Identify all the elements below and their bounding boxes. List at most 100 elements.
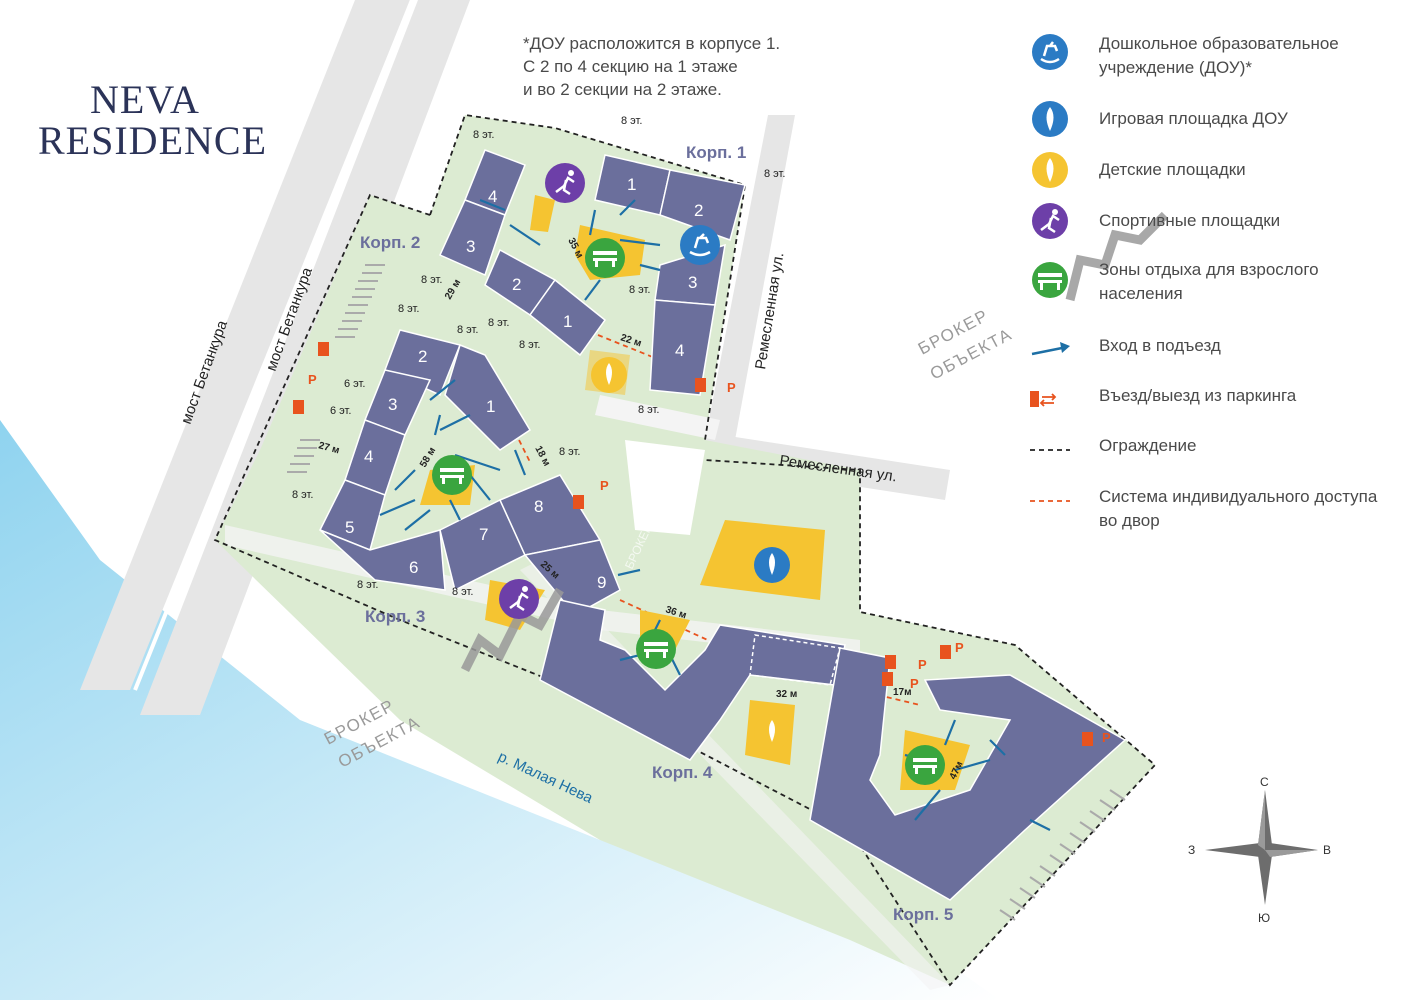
floor-label: 8 эт. [473,129,494,141]
compass-east: В [1323,843,1331,857]
legend-item-parking: Въезд/выезд из паркинга [1030,380,1389,420]
entrance-arrow-icon [1030,330,1070,370]
bench-icon [1030,260,1070,300]
floor-label: 8 эт. [421,274,442,286]
parking-stripes-left [287,264,385,473]
rocket-yellow-icon [754,714,790,750]
rocket-blue-icon [754,547,790,583]
legend-text: Спортивные площадки [1099,211,1281,230]
note-line-1: *ДОУ расположится в корпусе 1. [523,34,781,53]
runner-icon [499,579,539,619]
bridge-road-1 [80,0,410,690]
distance-label: 27 м [317,440,340,456]
logo-line-2: RESIDENCE [38,118,267,163]
compass-west: З [1188,843,1195,857]
note-line-2: С 2 по 4 секцию на 1 этаже [523,57,738,76]
river-area [0,420,1000,1000]
section-number: 1 [563,312,572,331]
floor-label: 8 эт. [452,586,473,598]
parking-icon [1030,380,1070,420]
bench-icon [636,629,676,669]
svg-text:P: P [910,676,919,691]
floor-label: 8 эт. [292,489,313,501]
section-number: 2 [512,275,521,294]
legend-item-rest-zone: Зоны отдыха для взрослого населения [1030,260,1389,306]
floor-label: 8 эт. [764,168,785,180]
section-number: 8 [534,497,543,516]
floor-label: 8 эт. [357,579,378,591]
distance-label: 32 м [776,689,797,700]
legend-item-access: Система индивидуального доступа во двор [1030,481,1389,533]
floor-label: 8 эт. [559,446,580,458]
parking-stripes-right [999,789,1126,921]
entrance-arrows [379,198,1051,831]
legend-text: Дошкольное образовательное учреждение (Д… [1099,34,1339,77]
floor-label: 8 эт. [629,284,650,296]
section-number: 4 [675,341,684,360]
legend-item-playground: Детские площадки [1030,150,1389,190]
logo-line-1: NEVA [90,77,200,122]
floor-label: 8 эт. [638,404,659,416]
corp-4-label: Корп. 4 [652,763,713,782]
empty-plot [625,440,705,535]
dou-footnote: *ДОУ расположится в корпусе 1. С 2 по 4 … [523,32,780,101]
floor-label: 8 эт. [398,303,419,315]
corp-3-label: Корп. 3 [365,607,425,626]
floor-label: 8 эт. [519,339,540,351]
legend-item-dou: Дошкольное образовательное учреждение (Д… [1030,32,1389,80]
section-number: 3 [466,237,475,256]
floor-label: 6 эт. [330,405,351,417]
section-number: 4 [364,447,373,466]
building-corp-3 [318,329,621,616]
section-number: 1 [627,175,636,194]
legend-text: Вход в подъезд [1099,336,1221,355]
legend-text: Игровая площадка ДОУ [1099,109,1288,128]
section-number: 1 [486,397,495,416]
bench-icon [585,238,625,278]
road-remeslennaya-vertical [705,115,795,440]
parking-p-label: P [308,372,317,387]
rocket-blue-icon [1030,99,1070,139]
legend-item-entrance: Вход в подъезд [1030,330,1389,370]
floor-label: 8 эт. [488,317,509,329]
rocket-yellow-icon [591,357,627,393]
compass-south: Ю [1258,911,1270,925]
runner-icon [1030,201,1070,241]
legend-text: Детские площадки [1099,160,1246,179]
rocking-horse-icon [1030,32,1070,72]
svg-text:P: P [1102,730,1111,745]
floor-label: 8 эт. [621,115,642,127]
svg-text:P: P [918,657,927,672]
legend-text: Въезд/выезд из паркинга [1099,386,1297,405]
bench-icon [905,745,945,785]
section-number: 4 [488,187,497,206]
section-number: 6 [409,558,418,577]
section-number: 7 [479,525,488,544]
legend-item-dou-playground: Игровая площадка ДОУ [1030,99,1389,139]
building-corp-5 [809,647,1127,901]
legend-text: Зоны отдыха для взрослого населения [1099,260,1319,303]
broker-marker-right [1065,211,1169,302]
section-number: 3 [688,273,697,292]
building-corp-2 [439,149,607,357]
corp-1-label: Корп. 1 [686,143,746,162]
access-line-icon [1030,481,1070,521]
fence-line [429,114,747,441]
fence-line-icon [1030,430,1070,470]
floor-label: 8 эт. [457,324,478,336]
legend-item-sports: Спортивные площадки [1030,201,1389,241]
bench-icon [432,455,472,495]
svg-text:P: P [727,380,736,395]
parking-markers [293,342,1093,746]
section-number: 2 [418,347,427,366]
rocket-yellow-icon [1030,150,1070,190]
note-line-3: и во 2 секции на 2 этаже. [523,80,722,99]
section-number: 2 [694,201,703,220]
floor-label: 6 эт. [344,378,365,390]
corp-5-label: Корп. 5 [893,905,953,924]
section-number: 5 [345,518,354,537]
svg-text:P: P [600,478,609,493]
compass-north: С [1260,775,1269,789]
neva-residence-logo: NEVA RESIDENCE [38,80,267,162]
